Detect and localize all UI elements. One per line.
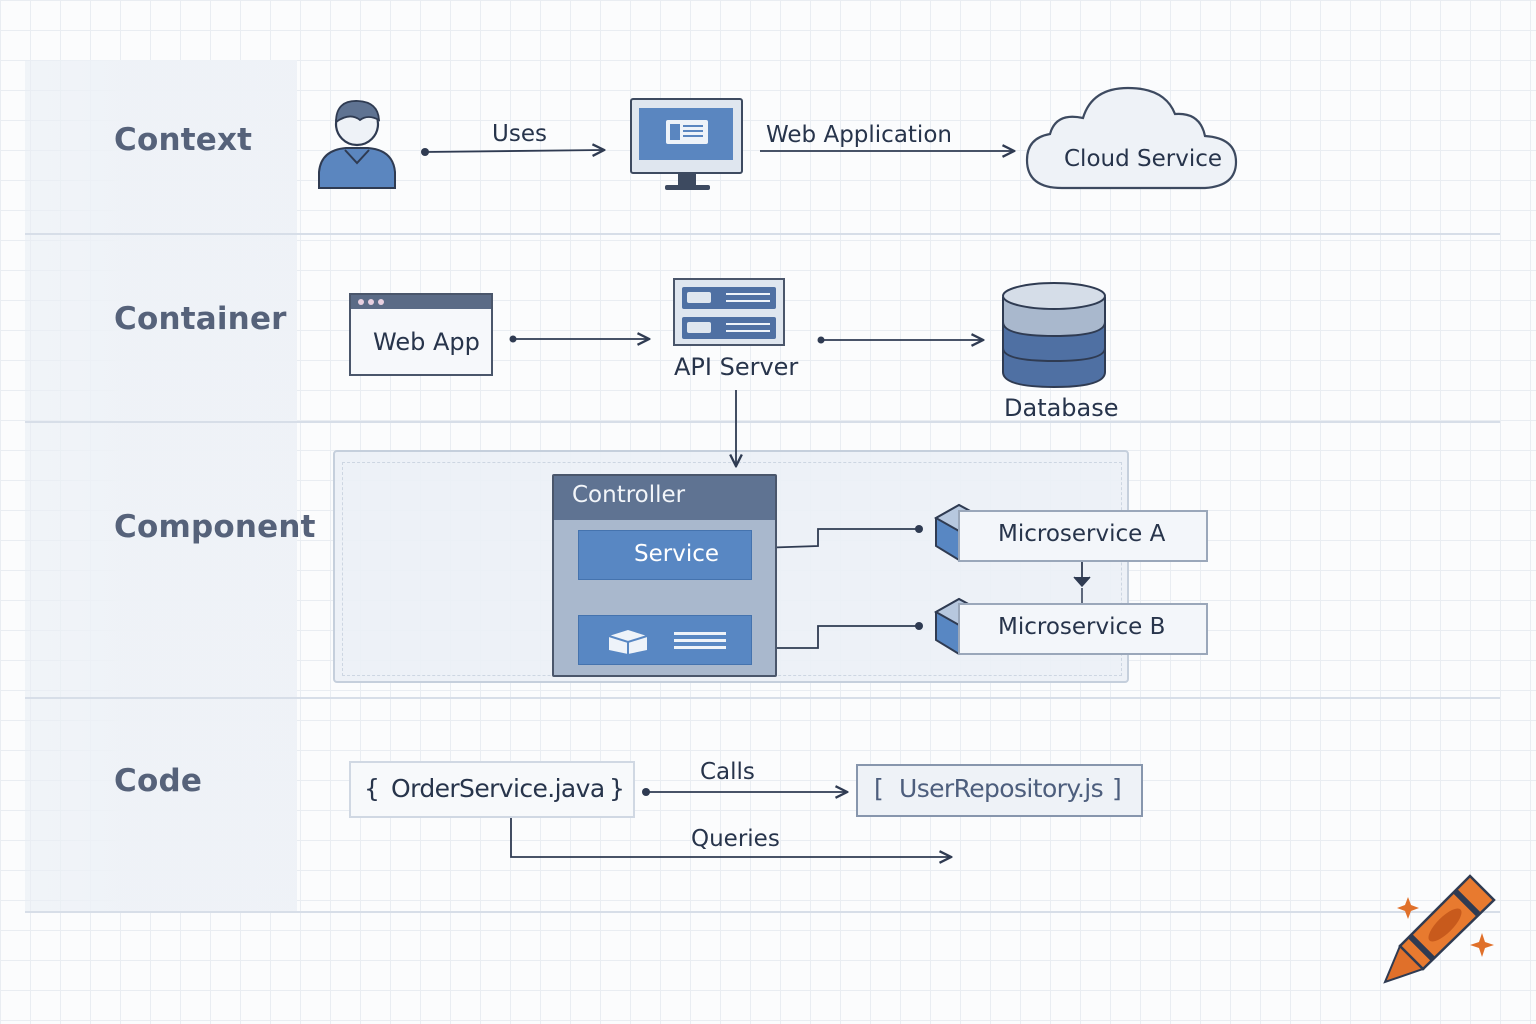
window-dot-icon — [368, 299, 374, 305]
monitor-base — [665, 185, 710, 190]
layer-label-context: Context — [114, 122, 253, 158]
api-server-icon — [673, 278, 785, 346]
edge-label-uses: Uses — [492, 121, 547, 147]
crayon-logo-icon — [1383, 874, 1496, 984]
layer-separator — [25, 233, 1500, 235]
cloud-icon — [1025, 86, 1238, 190]
edge-uses — [424, 150, 603, 152]
bracket-close: ] — [1112, 774, 1122, 803]
order-service-label: OrderService.java — [391, 774, 605, 803]
microservice-b-box — [958, 603, 1208, 655]
repository-component — [578, 615, 752, 665]
layer-label-code: Code — [114, 763, 203, 799]
web-app-container — [349, 293, 493, 376]
monitor-stand — [678, 174, 696, 186]
brace-open: { — [364, 774, 380, 803]
service-component — [578, 530, 752, 580]
layer-label-component: Component — [114, 509, 316, 545]
web-app-label: Web App — [373, 328, 480, 356]
microservice-a-label: Microservice A — [998, 521, 1166, 547]
bracket-open: [ — [874, 774, 884, 803]
database-label: Database — [1004, 394, 1119, 422]
user-repository-label: UserRepository.js — [899, 774, 1104, 803]
brace-close: } — [609, 774, 625, 803]
list-lines-icon — [674, 632, 726, 649]
microservice-a-box — [958, 510, 1208, 562]
layer-label-column — [25, 60, 297, 912]
window-dot-icon — [378, 299, 384, 305]
edge-repo-microservice-b — [758, 625, 916, 649]
edge-queries — [510, 818, 950, 857]
edge-label-web-application: Web Application — [766, 122, 952, 148]
user-repository-code-block — [856, 764, 1143, 817]
microservice-b-label: Microservice B — [998, 614, 1166, 640]
database-icon — [1002, 282, 1106, 389]
monitor-icon — [630, 98, 743, 174]
edge-label-calls: Calls — [700, 759, 755, 785]
layer-label-container: Container — [114, 301, 287, 337]
box-icon — [608, 630, 648, 654]
cloud-service-label: Cloud Service — [1064, 146, 1223, 172]
layer-separator — [25, 421, 1500, 423]
edge-label-queries: Queries — [691, 826, 780, 852]
controller-label: Controller — [572, 482, 686, 508]
api-server-label: API Server — [674, 353, 799, 381]
service-label: Service — [634, 541, 720, 567]
layer-separator — [25, 911, 1500, 913]
user-icon — [318, 100, 396, 189]
layer-separator — [25, 697, 1500, 699]
window-dot-icon — [358, 299, 364, 305]
edge-service-microservice-a — [757, 528, 916, 549]
order-service-code-block — [349, 761, 635, 818]
